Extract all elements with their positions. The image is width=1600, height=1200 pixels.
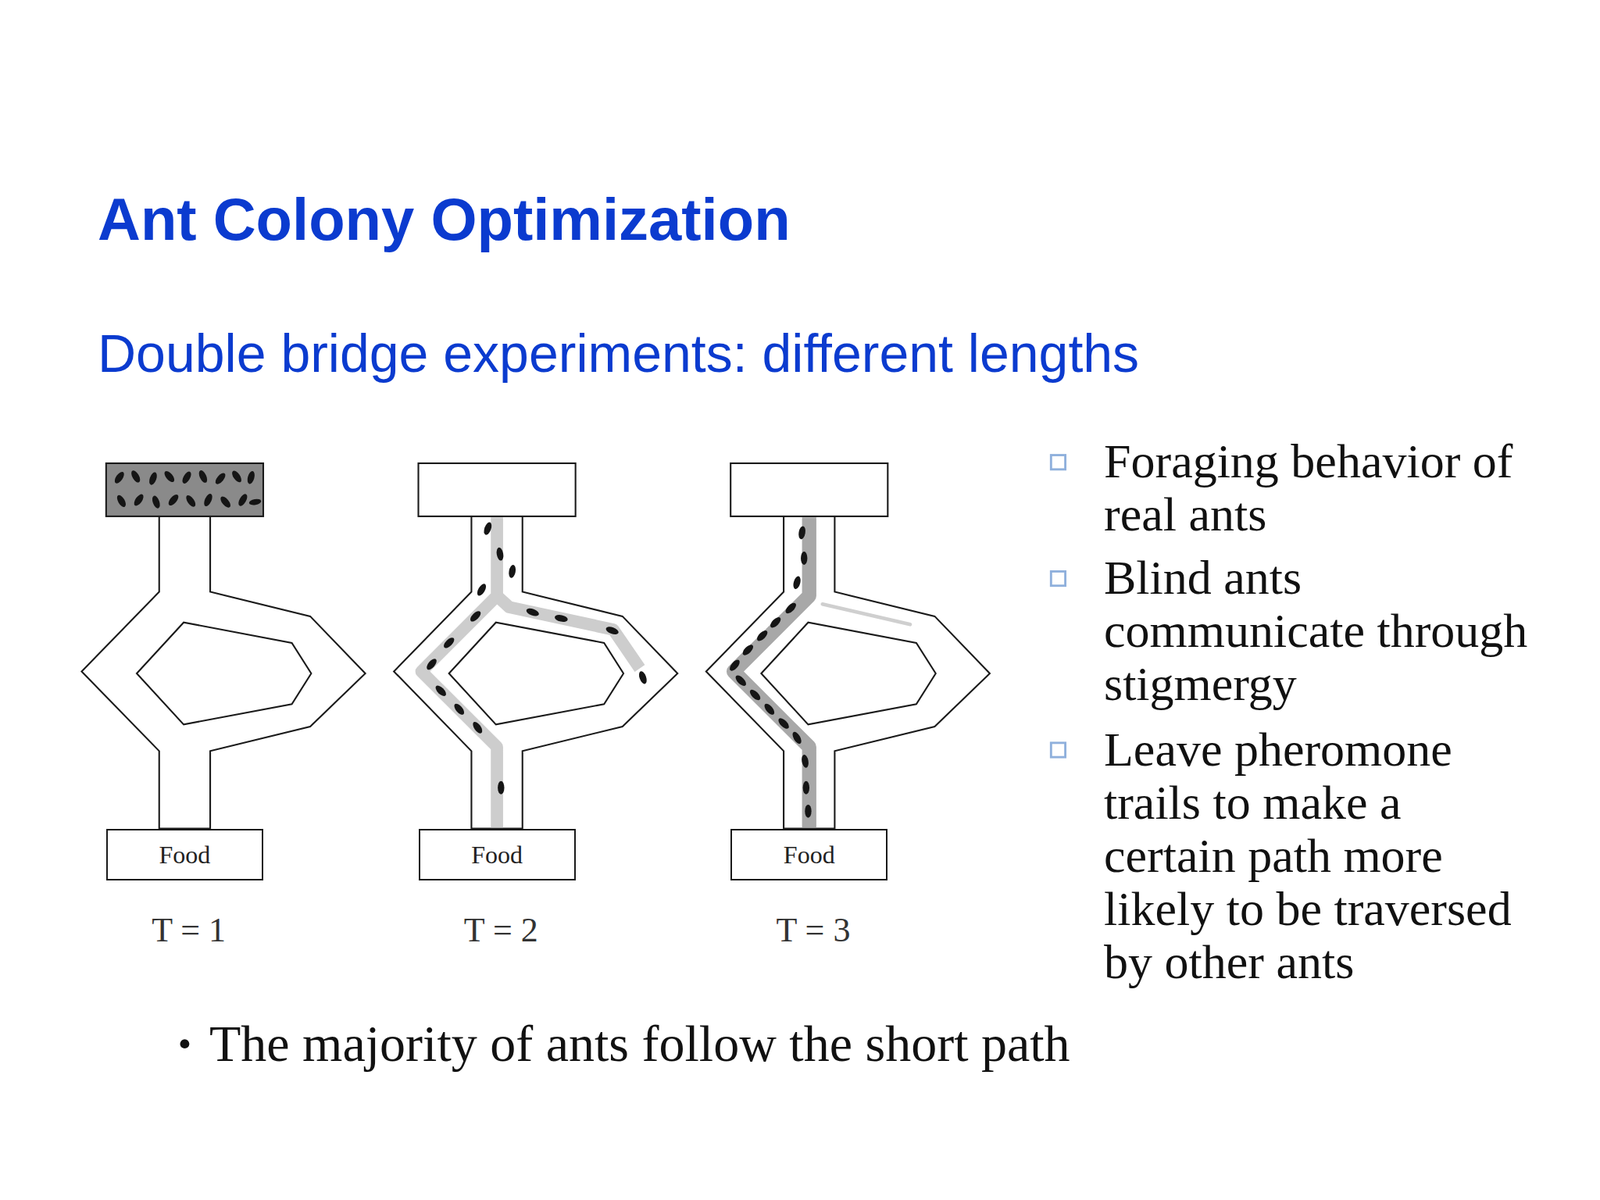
pheromone-trail <box>733 517 810 828</box>
ant <box>497 781 504 795</box>
time-step-label: T = 2 <box>422 912 579 949</box>
pheromone-trail <box>496 596 640 669</box>
box-label: Food <box>783 840 836 869</box>
double-bridge <box>393 516 678 829</box>
pheromone-trail <box>822 603 911 625</box>
bullet-text: Blind ants communicate through stigmergy <box>1103 550 1538 711</box>
ant <box>425 657 439 672</box>
ant <box>115 493 129 509</box>
ant <box>218 494 233 509</box>
nest-box <box>730 463 888 517</box>
ant <box>150 494 162 510</box>
bullet-text: Foraging behavior of real ants <box>1103 434 1538 541</box>
ant <box>230 469 244 485</box>
ant <box>236 492 250 508</box>
bullet-square <box>1050 742 1065 758</box>
ant <box>804 804 811 818</box>
ant <box>442 635 457 650</box>
ant <box>433 683 448 698</box>
slide-subtitle: Double bridge experiments: different len… <box>97 325 1140 382</box>
ant <box>790 730 804 746</box>
ant <box>468 609 483 624</box>
bullet-text: Leave pheromone trails to make a certain… <box>1103 722 1538 989</box>
box-label: Food <box>159 840 211 869</box>
food-box: Food <box>106 828 264 882</box>
ant <box>783 600 798 615</box>
ant <box>768 615 783 630</box>
ant <box>803 781 810 795</box>
food-box: Food <box>730 828 888 882</box>
conclusion-text: The majority of ants follow the short pa… <box>209 1016 1071 1072</box>
ant <box>166 492 180 508</box>
ant <box>113 470 127 486</box>
ant <box>792 575 802 591</box>
ant <box>495 546 504 561</box>
ant <box>147 471 159 486</box>
ants <box>113 468 812 818</box>
ant <box>748 688 763 703</box>
ant <box>180 470 193 486</box>
bullet-square <box>1050 571 1065 586</box>
ant <box>604 625 620 636</box>
double-bridge <box>81 516 365 829</box>
ant <box>452 702 466 717</box>
pheromone-trail <box>421 517 497 828</box>
ant <box>248 498 262 507</box>
ant <box>797 525 807 540</box>
slide-title: Ant Colony Optimization <box>97 188 791 251</box>
ant <box>525 607 540 618</box>
ant <box>184 493 198 509</box>
ant <box>129 469 143 485</box>
time-step-label: T = 1 <box>110 912 268 949</box>
box-label: Food <box>471 840 523 869</box>
ant <box>776 716 791 731</box>
ant <box>800 551 808 565</box>
bullet-square <box>1050 455 1065 470</box>
ant <box>740 642 755 658</box>
ant <box>553 614 568 624</box>
ant <box>475 582 489 597</box>
time-step-label: T = 3 <box>735 912 892 949</box>
ant <box>637 670 649 686</box>
ant <box>162 469 176 484</box>
ant <box>482 521 493 536</box>
ant <box>213 471 227 486</box>
nest-box <box>418 463 576 517</box>
ant <box>755 628 770 643</box>
ant <box>197 468 210 484</box>
food-box: Food <box>418 828 576 882</box>
nest-box <box>106 463 264 517</box>
double-bridge <box>706 516 990 829</box>
bullet-dot <box>180 1039 190 1049</box>
ant <box>132 492 146 508</box>
ant <box>246 470 256 486</box>
ant <box>202 492 215 508</box>
ant <box>471 720 485 736</box>
ant <box>728 657 742 672</box>
ant <box>800 753 810 768</box>
ant <box>762 702 776 717</box>
ant <box>733 673 748 688</box>
ant <box>507 564 517 579</box>
